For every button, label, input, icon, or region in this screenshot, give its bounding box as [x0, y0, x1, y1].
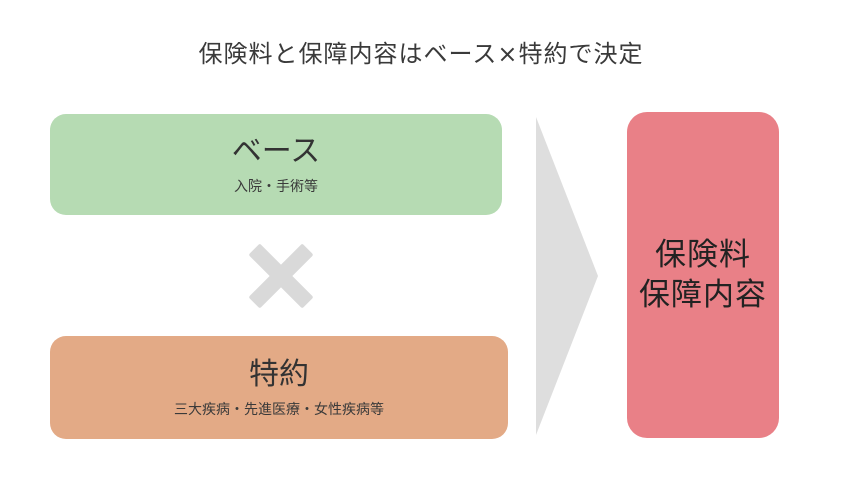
tokuyaku-heading: 特約 [249, 356, 309, 392]
multiply-icon [249, 244, 313, 308]
tokuyaku-detail: 三大疾病・先進医療・女性疾病等 [174, 401, 384, 418]
diagram-title: 保険料と保障内容はベース×特約で決定 [198, 40, 644, 68]
result-line-premium: 保険料 [655, 237, 751, 273]
base-heading: ベース [231, 133, 321, 169]
tokuyaku-box: 特約 三大疾病・先進医療・女性疾病等 [50, 336, 508, 439]
arrow-right-icon [536, 117, 598, 435]
base-box: ベース 入院・手術等 [50, 114, 502, 215]
result-line-coverage: 保障内容 [639, 277, 767, 313]
result-box: 保険料 保障内容 [627, 112, 779, 438]
base-detail: 入院・手術等 [234, 178, 318, 195]
